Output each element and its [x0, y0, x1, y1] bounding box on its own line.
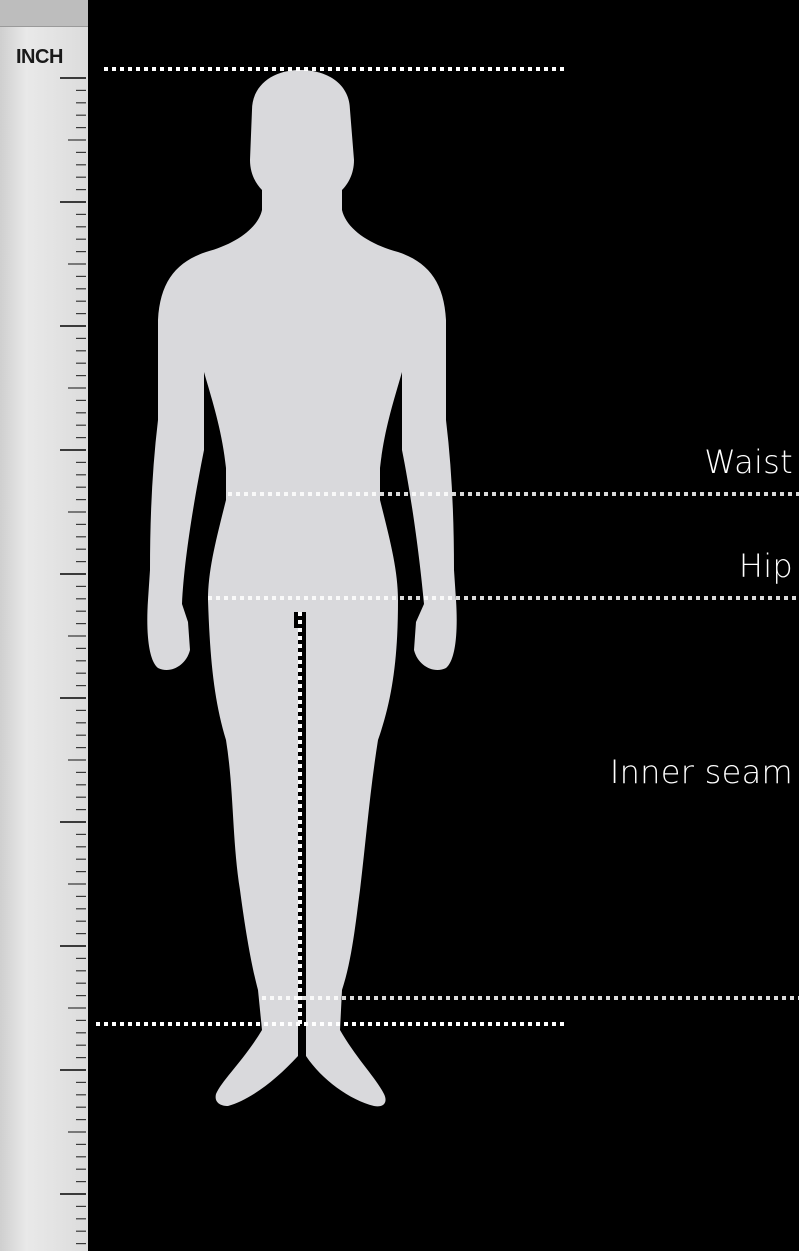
- hip-label: Hip: [739, 547, 793, 585]
- waist-label: Waist: [704, 443, 793, 481]
- inner-seam-label: Inner seam: [610, 753, 793, 791]
